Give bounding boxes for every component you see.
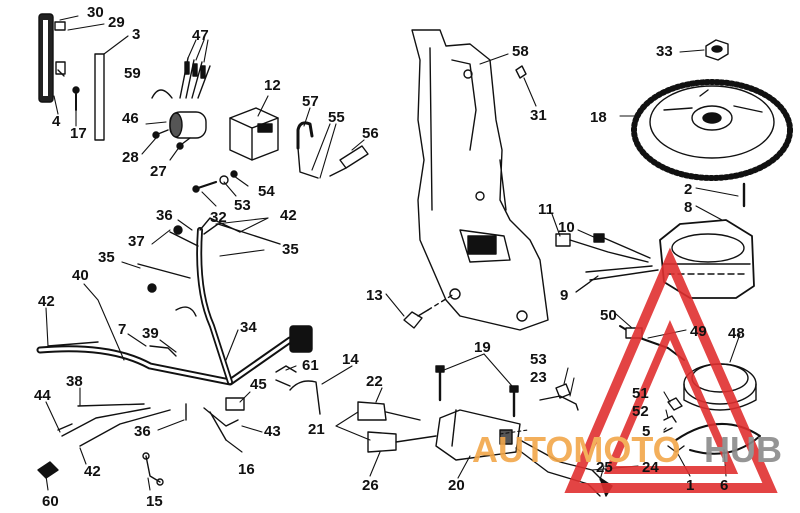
part-grommet-lead [142, 452, 164, 486]
part-label: 58 [512, 43, 529, 60]
part-label: 44 [34, 387, 51, 404]
part-label: 47 [192, 27, 209, 44]
part-coil-screws [435, 365, 519, 418]
part-retainer-ring [675, 423, 761, 455]
part-label: 35 [98, 249, 115, 266]
part-label: 7 [118, 321, 126, 338]
part-small-clip [515, 65, 527, 79]
part-label: 52 [632, 403, 649, 420]
part-ignition-module [229, 107, 279, 161]
part-label: 56 [362, 125, 379, 142]
part-mounting-plate [411, 29, 549, 331]
part-label: 28 [122, 149, 139, 166]
part-label: 36 [156, 207, 173, 224]
part-label: 23 [530, 369, 547, 386]
watermark-text-hub: HUB [704, 429, 782, 470]
part-label: 60 [42, 493, 59, 510]
part-label: 32 [210, 209, 227, 226]
part-label: 13 [366, 287, 383, 304]
part-label: 40 [72, 267, 89, 284]
part-label: 49 [690, 323, 707, 340]
part-wire-leads [179, 57, 211, 99]
part-label: 57 [302, 93, 319, 110]
part-label: 43 [264, 423, 281, 440]
part-label: 1 [686, 477, 694, 494]
part-label: 48 [728, 325, 745, 342]
part-label: 22 [366, 373, 383, 390]
part-wire-clamp [57, 380, 321, 431]
part-label: 8 [684, 199, 692, 216]
part-label: 30 [87, 4, 104, 21]
part-small-hardware [663, 397, 683, 433]
part-stator-connectors [555, 233, 659, 281]
watermark-logo: AUTOMOTO HUB [472, 247, 782, 493]
part-number-labels: 30 29 3 47 4 17 59 12 46 28 27 57 55 56 … [34, 4, 745, 510]
part-label: 26 [362, 477, 379, 494]
part-label: 17 [70, 125, 87, 142]
part-flywheel [631, 79, 793, 181]
part-solenoid [169, 111, 207, 139]
part-label: 51 [632, 385, 649, 402]
part-label: 6 [720, 477, 728, 494]
part-label: 16 [238, 461, 255, 478]
part-label: 42 [84, 463, 101, 480]
part-label: 54 [258, 183, 275, 200]
part-label: 27 [150, 163, 167, 180]
part-label: 36 [134, 423, 151, 440]
watermark-text-automoto: AUTOMOTO [472, 429, 681, 470]
part-label: 12 [264, 77, 281, 94]
part-label: 3 [132, 26, 140, 43]
part-label: 53 [234, 197, 251, 214]
part-label: 61 [302, 357, 319, 374]
part-label: 39 [142, 325, 159, 342]
part-label: 42 [280, 207, 297, 224]
part-long-strip [94, 53, 105, 141]
part-label: 31 [530, 107, 547, 124]
part-label: 19 [474, 339, 491, 356]
part-label: 25 [596, 459, 613, 476]
part-harness-bracket [275, 365, 297, 387]
part-label: 21 [308, 421, 325, 438]
part-fasteners [57, 69, 238, 193]
leader-lines [45, 15, 741, 491]
part-label: 46 [122, 110, 139, 127]
part-label: 35 [282, 241, 299, 258]
part-flywheel-nut [705, 39, 729, 61]
part-label: 18 [590, 109, 607, 126]
part-label: 15 [146, 493, 163, 510]
part-label: 33 [656, 43, 673, 60]
part-plate-bolt [403, 309, 429, 329]
part-clip [151, 89, 173, 99]
part-label: 59 [124, 65, 141, 82]
part-label: 34 [240, 319, 257, 336]
part-terminal-block [37, 461, 59, 479]
part-label: 24 [642, 459, 659, 476]
part-clip-1 [667, 445, 685, 453]
part-label: 4 [52, 113, 61, 130]
part-label: 29 [108, 14, 125, 31]
part-label: 38 [66, 373, 83, 390]
part-label: 14 [342, 351, 359, 368]
part-label: 42 [38, 293, 55, 310]
part-label: 53 [530, 351, 547, 368]
part-label: 50 [600, 307, 617, 324]
part-label: 2 [684, 181, 692, 198]
part-short-lead [185, 397, 245, 441]
part-label: 37 [128, 233, 145, 250]
part-label: 5 [642, 423, 650, 440]
part-label: 20 [448, 477, 465, 494]
part-terminal-boots [357, 401, 437, 453]
part-label: 55 [328, 109, 345, 126]
part-wiring-harness [36, 217, 313, 447]
part-label: 10 [558, 219, 575, 236]
part-spark-plug-caps [296, 121, 369, 179]
part-label: 11 [538, 201, 554, 218]
part-label: 9 [560, 287, 568, 304]
part-label: 45 [250, 376, 267, 393]
part-bracket-strip [38, 13, 66, 103]
